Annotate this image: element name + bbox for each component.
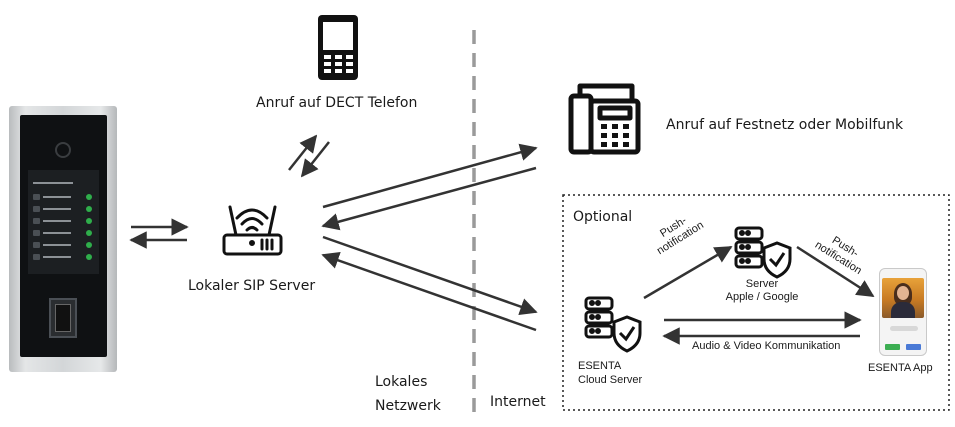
- server-line2: Apple / Google: [725, 291, 799, 303]
- arrow-router-to-cloud: [322, 235, 538, 316]
- app-open-door-button: [906, 344, 921, 350]
- intercom-display: [28, 170, 99, 274]
- arrow-cloud-to-router: [321, 251, 537, 332]
- esenta-cloud-label: ESENTA Cloud Server: [578, 359, 642, 387]
- app-person-body: [891, 302, 915, 318]
- desk-phone-icon: [568, 83, 641, 155]
- lokales-line1: Lokales: [375, 374, 428, 390]
- esenta-app-label: ESENTA App: [868, 362, 933, 374]
- arrow-router-to-dect: [288, 134, 318, 171]
- audio-video-label: Audio & Video Kommunikation: [692, 340, 841, 352]
- server-line1: Server: [745, 278, 779, 290]
- sip-server-label: Lokaler SIP Server: [188, 278, 316, 294]
- camera-icon: [55, 142, 71, 158]
- cloud-server-shield-icon: [734, 226, 792, 279]
- festnetz-label: Anruf auf Festnetz oder Mobilfunk: [666, 117, 904, 133]
- fingerprint-sensor: [55, 304, 71, 332]
- app-accept-button: [885, 344, 900, 350]
- arrow-festnetz-to-router: [321, 166, 537, 231]
- internet-label: Internet: [490, 394, 546, 410]
- app-person-face: [897, 286, 909, 300]
- arrow-router-to-festnetz: [322, 143, 538, 209]
- router-icon: [222, 205, 283, 256]
- arrow-dect-to-router: [300, 141, 330, 178]
- app-status-pill: [890, 326, 918, 331]
- desk-phone-keypad: [601, 124, 629, 147]
- apple-google-server-label: Server Apple / Google: [712, 278, 812, 304]
- lokales-netzwerk-label: Lokales Netzwerk: [375, 370, 441, 418]
- dect-phone-icon: [318, 15, 358, 80]
- arrow-cloud-to-push-server: [643, 245, 733, 300]
- esenta-cloud-line1: ESENTA: [578, 360, 622, 372]
- lokales-line2: Netzwerk: [375, 398, 441, 414]
- dect-label: Anruf auf DECT Telefon: [256, 95, 418, 111]
- arrow-push-server-to-app: [796, 245, 875, 298]
- esenta-cloud-line2: Cloud Server: [578, 374, 643, 386]
- optional-label: Optional: [573, 209, 633, 225]
- server-shield-icon: [584, 296, 642, 353]
